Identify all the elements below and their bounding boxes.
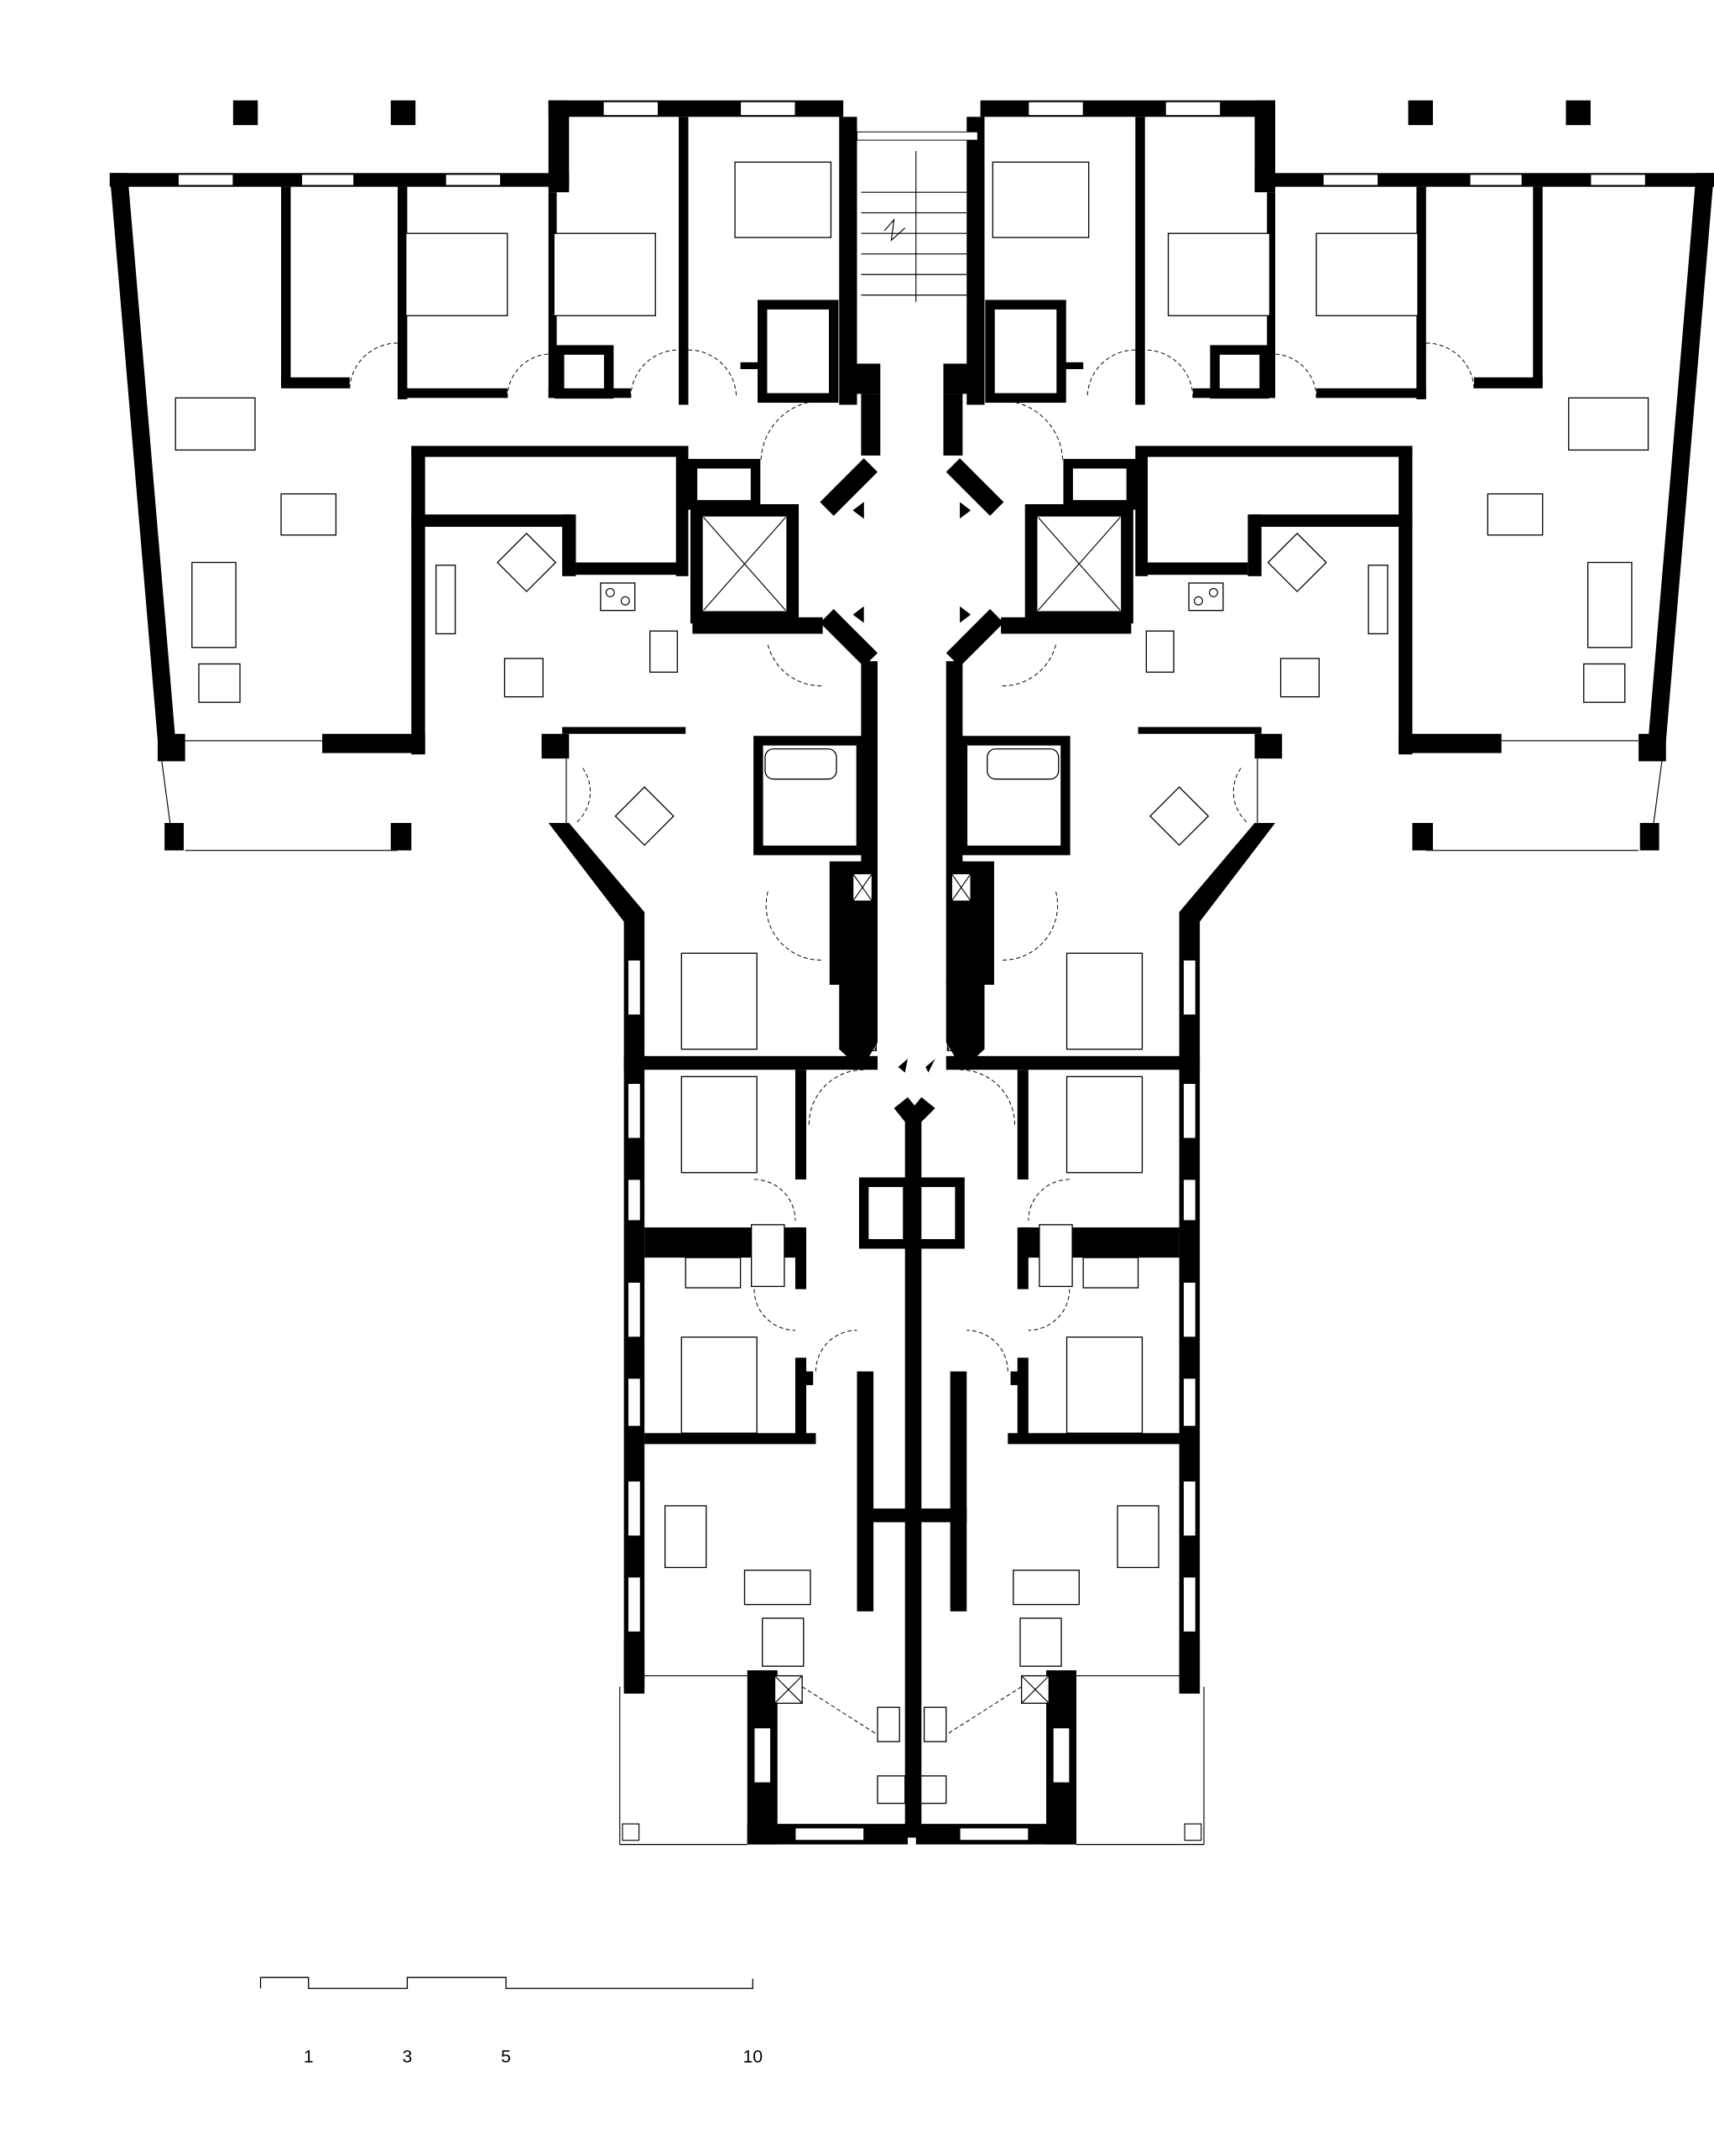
scale-bar-line [259, 1976, 753, 1989]
plan-left-half [110, 101, 912, 1845]
scale-label-1: 1 [304, 2046, 314, 2066]
plan-right-half [912, 101, 1714, 1845]
stair [857, 131, 978, 302]
scale-label-5: 5 [501, 2046, 511, 2066]
scale-label-3: 3 [403, 2046, 413, 2066]
scale-bar: 1 3 5 10 [259, 1976, 763, 2066]
scale-label-10: 10 [742, 2046, 763, 2066]
central-stem [852, 502, 935, 1838]
